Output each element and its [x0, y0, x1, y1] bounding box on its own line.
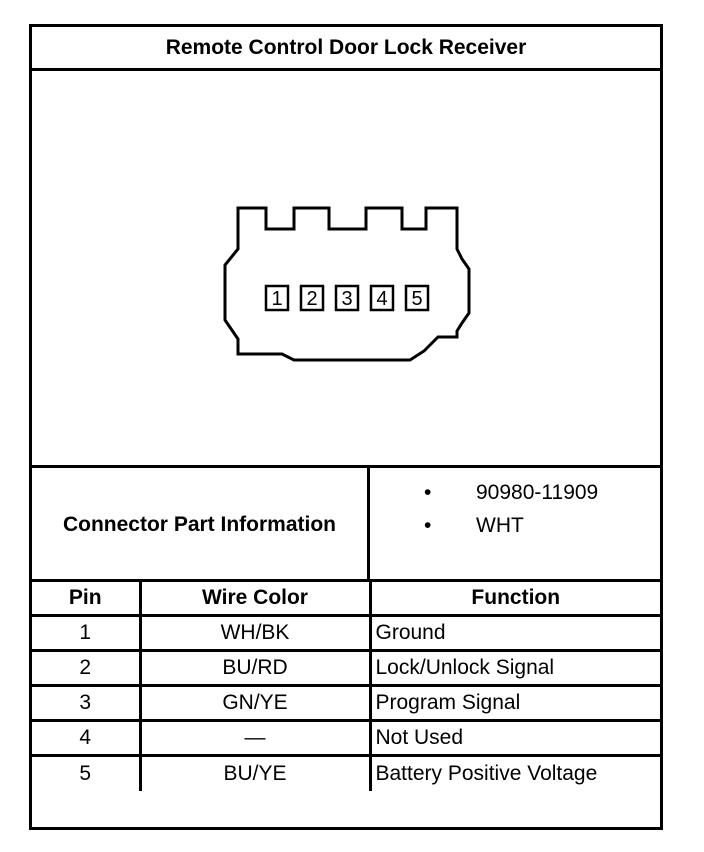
header-pin: Pin: [32, 579, 142, 617]
wire-color-cell: GN/YE: [138, 684, 372, 722]
bullet-icon: •: [424, 481, 432, 504]
pin-cavity-1: [264, 284, 290, 312]
wire-color-cell: WH/BK: [138, 614, 372, 652]
part-info-label: Connector Part Information: [32, 468, 370, 582]
page-title: Remote Control Door Lock Receiver: [32, 27, 660, 71]
pin-number-2: 2: [306, 288, 317, 310]
pin-cell: 2: [32, 649, 142, 687]
connector-sheet: Remote Control Door Lock Receiver 1 2 3 …: [29, 24, 663, 830]
part-number: 90980-11909: [476, 481, 599, 504]
part-info-list: • 90980-11909 • WHT: [370, 468, 660, 582]
function-cell: Battery Positive Voltage: [368, 754, 660, 791]
wire-color-cell: BU/YE: [138, 754, 372, 791]
wire-color-cell: BU/RD: [138, 649, 372, 687]
connector-face-drawing: 1 2 3 4 5: [223, 206, 471, 362]
pin-cavities: [264, 284, 430, 312]
part-info-item: • 90980-11909: [370, 481, 660, 511]
connector-outline: [223, 206, 471, 362]
pin-cavity-3: [334, 284, 360, 312]
pin-cell: 5: [32, 754, 142, 791]
part-info-item: • WHT: [370, 514, 660, 544]
pin-table: Pin Wire Color Function 1 WH/BK Ground 2…: [32, 579, 660, 791]
table-row: 4 — Not Used: [32, 719, 660, 757]
table-row: 2 BU/RD Lock/Unlock Signal: [32, 649, 660, 687]
header-wire-color: Wire Color: [138, 579, 372, 617]
pin-number-5: 5: [411, 288, 422, 310]
header-function: Function: [368, 579, 660, 617]
pin-cavity-5: [404, 284, 430, 312]
pin-cavity-2: [299, 284, 325, 312]
function-cell: Not Used: [368, 719, 660, 757]
table-header-row: Pin Wire Color Function: [32, 579, 660, 617]
pin-cell: 1: [32, 614, 142, 652]
wire-color-cell: —: [138, 719, 372, 757]
table-row: 1 WH/BK Ground: [32, 614, 660, 652]
bullet-icon: •: [424, 514, 432, 537]
function-cell: Program Signal: [368, 684, 660, 722]
table-row: 5 BU/YE Battery Positive Voltage: [32, 754, 660, 791]
pin-cell: 4: [32, 719, 142, 757]
connector-diagram: 1 2 3 4 5: [32, 71, 660, 465]
table-row: 3 GN/YE Program Signal: [32, 684, 660, 722]
pin-number-3: 3: [341, 288, 352, 310]
connector-part-information: Connector Part Information • 90980-11909…: [32, 465, 660, 582]
function-cell: Ground: [368, 614, 660, 652]
pin-number-1: 1: [271, 288, 282, 310]
pin-cavity-4: [369, 284, 395, 312]
function-cell: Lock/Unlock Signal: [368, 649, 660, 687]
pin-number-4: 4: [376, 288, 387, 310]
connector-color: WHT: [476, 514, 524, 537]
pin-cell: 3: [32, 684, 142, 722]
